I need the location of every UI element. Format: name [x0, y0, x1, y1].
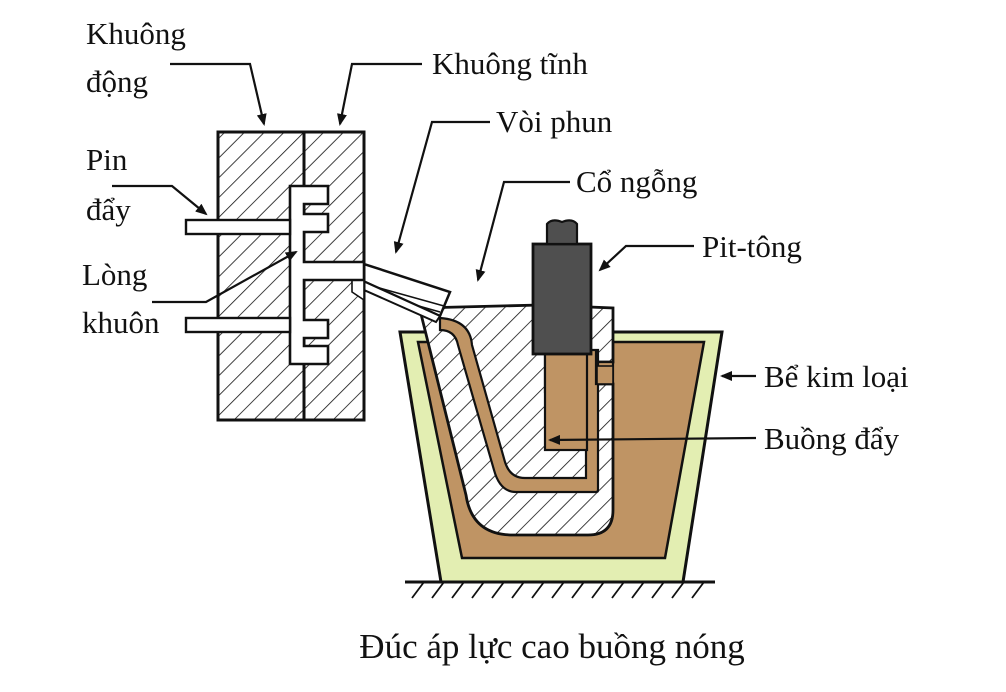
co-ngong [418, 303, 615, 537]
leader-pit-tong [598, 244, 694, 272]
diagram-caption: Đúc áp lực cao buồng nóng [359, 627, 744, 666]
leader-pin-day [112, 184, 208, 216]
label-khuon-dong-1: Khuông [86, 16, 186, 51]
leader-voi-phun [393, 120, 490, 254]
ground [405, 580, 715, 599]
labels: Khuông động Khuông tĩnh Pin đẩy Lòng khu… [82, 16, 909, 666]
label-be-kim-loai: Bể kim loại [764, 359, 909, 394]
label-buong-day: Buồng đẩy [764, 421, 900, 456]
leader-khuon-dong [170, 62, 267, 126]
pit-tong [531, 219, 593, 356]
label-long-khuon-1: Lòng [82, 257, 147, 292]
label-pin-day-2: đẩy [86, 192, 131, 227]
label-co-ngong: Cổ ngỗng [576, 164, 697, 199]
label-long-khuon-2: khuôn [82, 305, 160, 340]
pin-day [184, 218, 292, 334]
label-pin-day-1: Pin [86, 142, 128, 177]
label-pit-tong: Pit-tông [702, 229, 802, 264]
leader-khuon-tinh [337, 62, 422, 126]
leader-lines [112, 62, 757, 445]
label-voi-phun: Vòi phun [496, 104, 613, 139]
label-khuon-dong-2: động [86, 64, 148, 99]
leader-buong-day [548, 434, 757, 445]
leader-long-khuon [152, 251, 298, 304]
long-khuon [288, 184, 366, 366]
label-khuon-tinh: Khuông tĩnh [432, 46, 588, 81]
leader-co-ngong [475, 180, 570, 282]
